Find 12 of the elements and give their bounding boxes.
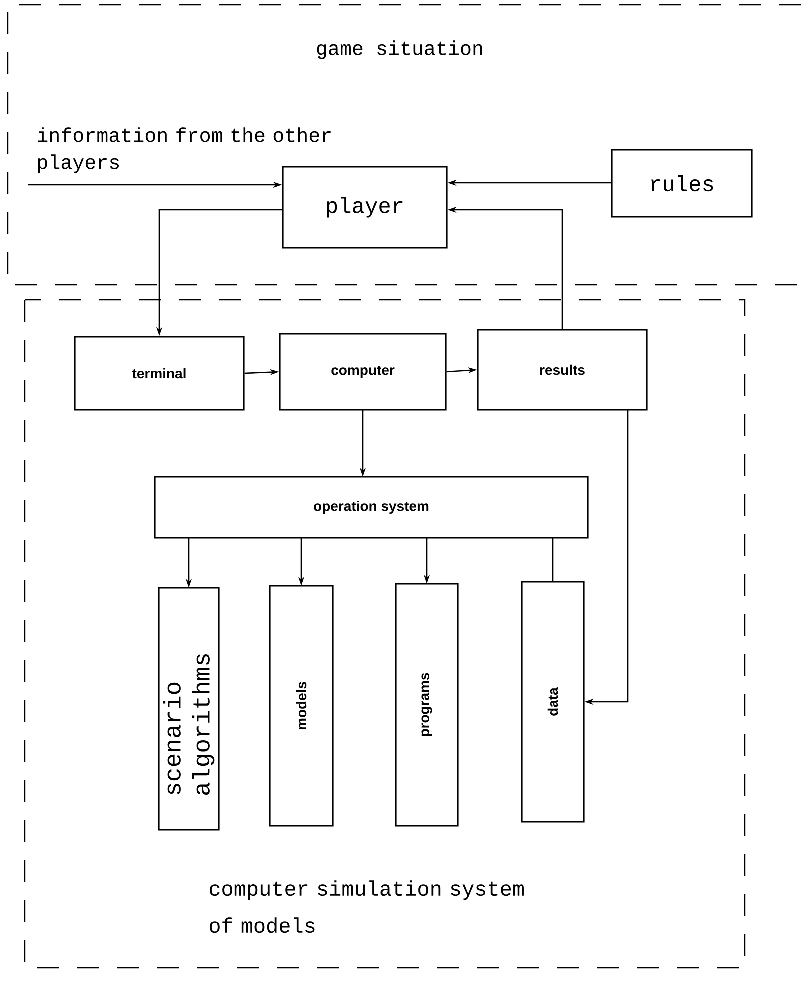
process-box: terminal [74, 336, 245, 411]
process-box: models [269, 585, 334, 827]
process-box: scenario algorithms [158, 587, 220, 831]
process-box: data [521, 581, 585, 823]
process-box: player [282, 166, 448, 249]
process-box: rules [611, 149, 753, 218]
process-box: operation system [154, 476, 589, 539]
process-box: programs [395, 583, 459, 827]
region-title: computer simulation system of models [210, 880, 524, 934]
region-title: game situation [317, 40, 482, 60]
process-box: computer [279, 333, 447, 411]
process-box: results [477, 329, 648, 411]
